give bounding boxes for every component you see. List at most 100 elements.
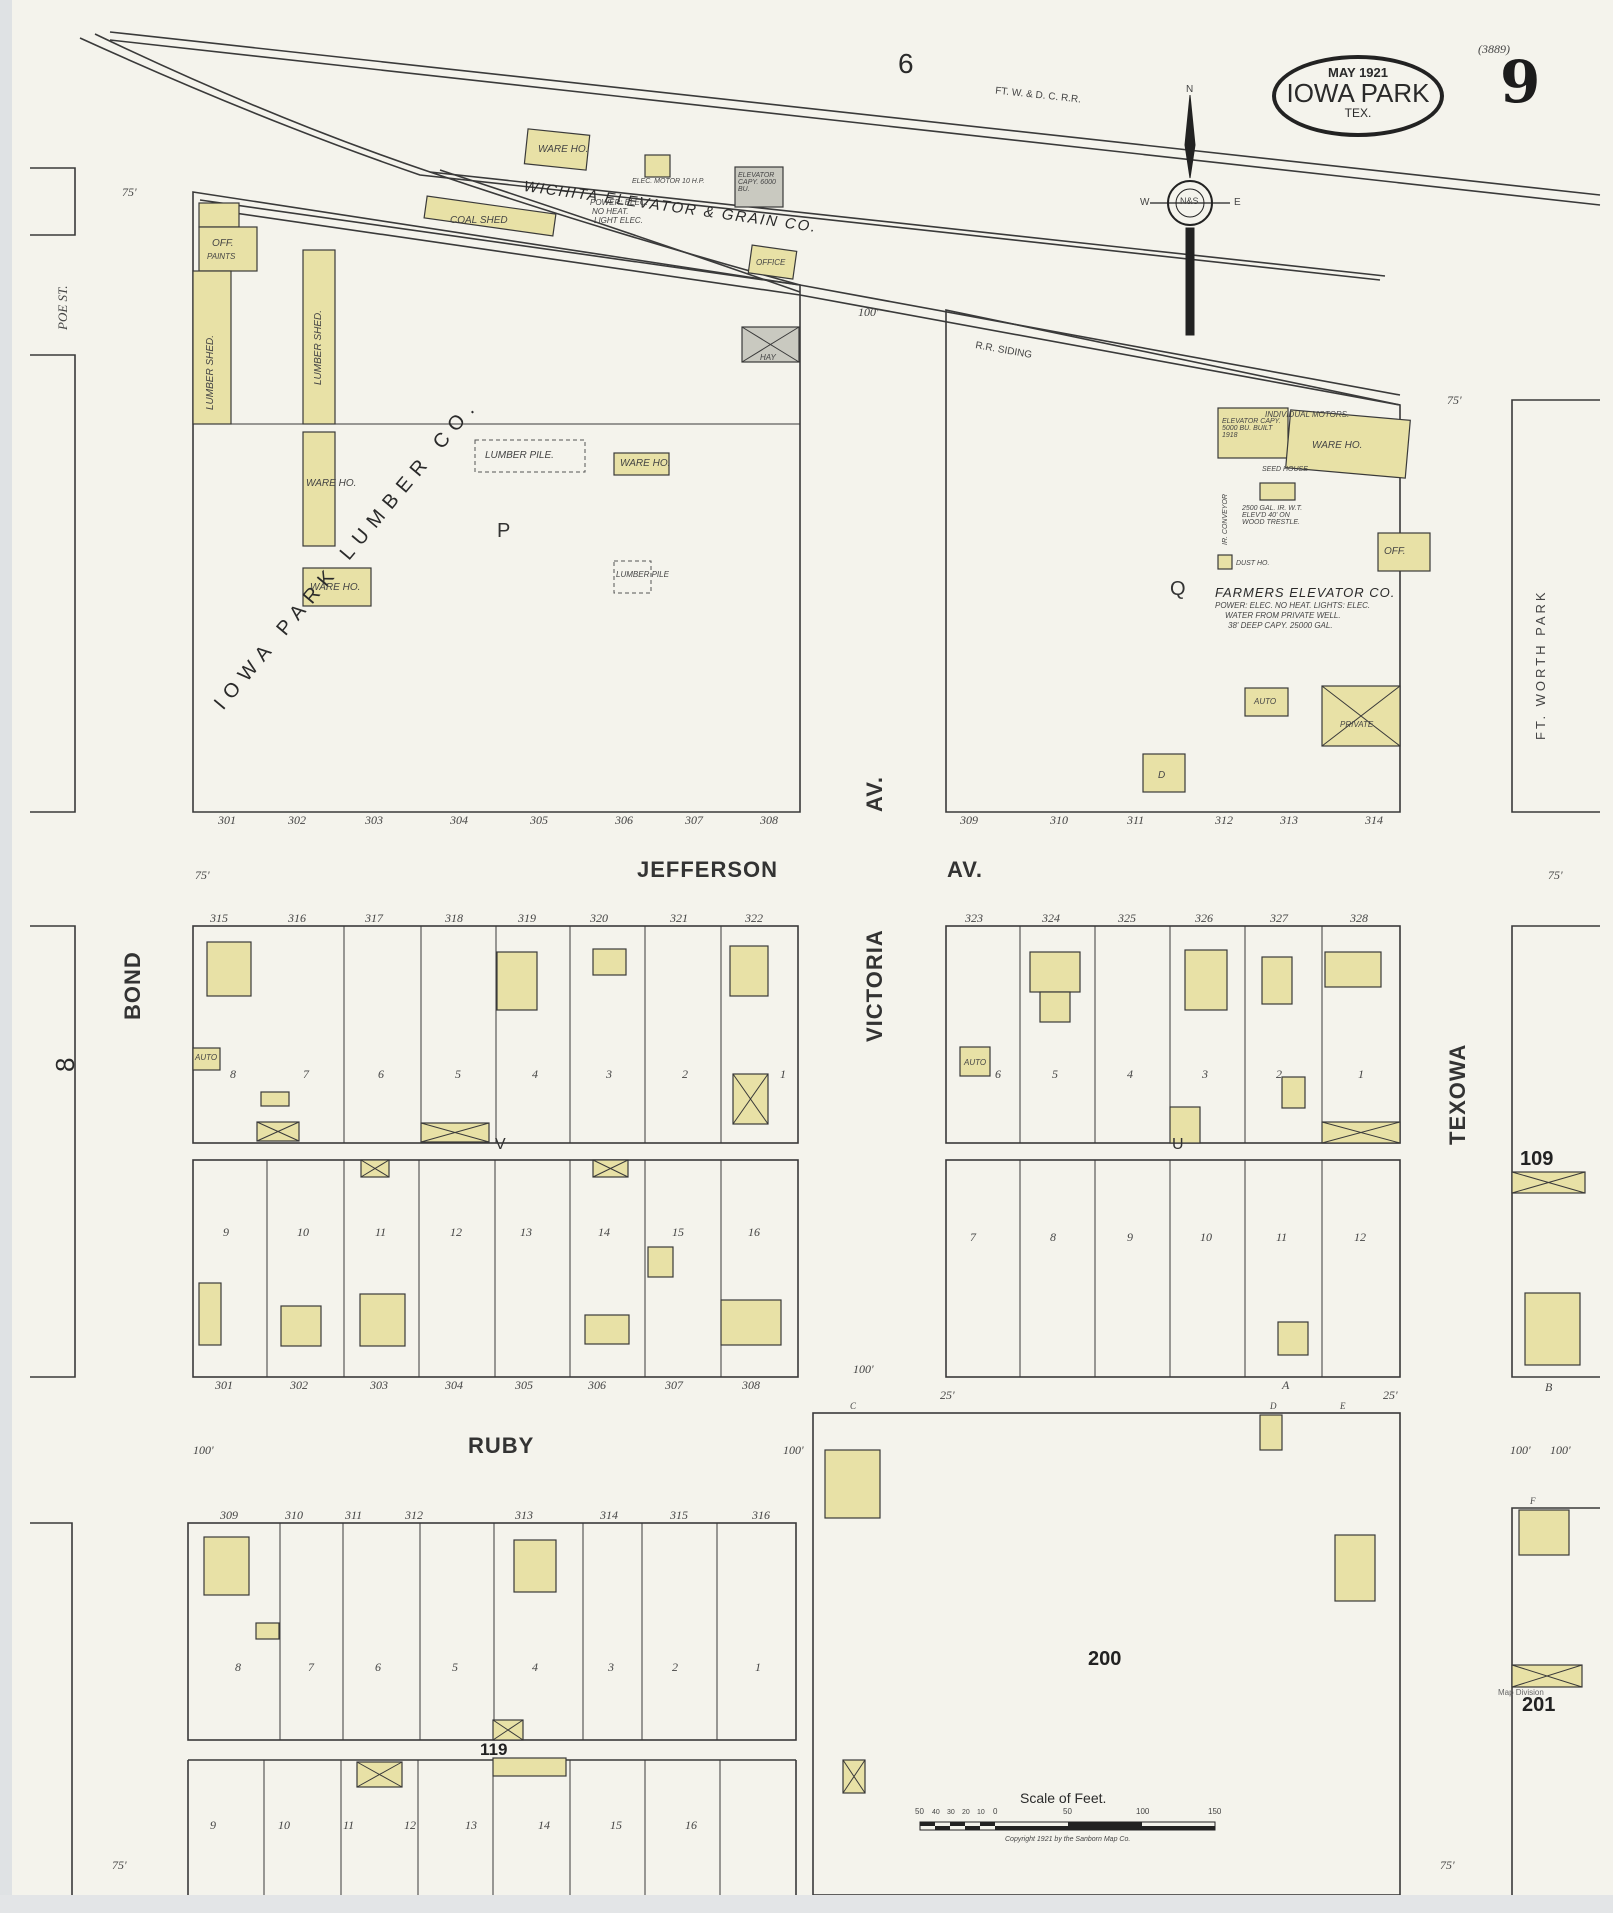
dim-100-ruby-w: 100' bbox=[193, 1443, 214, 1457]
addr-119-313: 313 bbox=[515, 1508, 533, 1522]
addr-v-318: 318 bbox=[445, 911, 463, 925]
bldg-lumber-shed-1: LUMBER SHED. bbox=[205, 334, 216, 410]
farmers-dust-ho: DUST HO. bbox=[1236, 560, 1270, 567]
wichita-office: OFFICE bbox=[756, 258, 786, 267]
wichita-hay: HAY bbox=[760, 353, 776, 362]
wichita-elevator: ELEVATOR CAPY. 6000 BU. bbox=[738, 172, 776, 193]
lot-u-8: 8 bbox=[1050, 1230, 1056, 1244]
block-label-v: V bbox=[495, 1136, 506, 1153]
scale-tick-40: 40 bbox=[932, 1809, 940, 1816]
street-jefferson-av: AV. bbox=[947, 857, 984, 882]
lot-v-1: 1 bbox=[780, 1067, 786, 1081]
lot-v-12: 12 bbox=[450, 1225, 462, 1239]
lot-v-14: 14 bbox=[598, 1225, 610, 1239]
addr-u-325: 325 bbox=[1118, 911, 1136, 925]
title-cartouche: MAY 1921 IOWA PARK TEX. bbox=[1272, 55, 1444, 137]
compass-n: N bbox=[1186, 84, 1194, 95]
addr-p-304: 304 bbox=[450, 813, 468, 827]
map-date: MAY 1921 bbox=[1328, 65, 1388, 80]
lot-u-2: 2 bbox=[1276, 1067, 1282, 1081]
farmers-motors: INDIVIDUAL MOTORS. bbox=[1265, 410, 1350, 419]
scale-title: Scale of Feet. bbox=[1020, 1790, 1107, 1806]
block-label-109: 109 bbox=[1520, 1148, 1554, 1170]
dim-25-e: 25' bbox=[1383, 1388, 1398, 1402]
lot-v-5: 5 bbox=[455, 1067, 461, 1081]
wichita-note-3: LIGHT ELEC. bbox=[594, 216, 643, 225]
lot-u-9: 9 bbox=[1127, 1230, 1133, 1244]
wichita-note-2: NO HEAT. bbox=[592, 207, 629, 216]
lot-v-11: 11 bbox=[375, 1225, 387, 1239]
wichita-ware-ho: WARE HO. bbox=[538, 144, 589, 155]
adjoining-sheet-6: 6 bbox=[898, 48, 914, 79]
scale-tick-150: 150 bbox=[1208, 1807, 1222, 1816]
lot-v-15: 15 bbox=[672, 1225, 684, 1239]
lot-v-6: 6 bbox=[378, 1067, 384, 1081]
b200-letter-c: C bbox=[850, 1401, 857, 1411]
rr-siding-width: 100' bbox=[858, 305, 879, 319]
lot-u-4: 4 bbox=[1127, 1067, 1133, 1081]
lot-v-8: 8 bbox=[230, 1067, 236, 1081]
addr-p-306: 306 bbox=[615, 813, 633, 827]
addr-119-310: 310 bbox=[285, 1508, 303, 1522]
addr-p-307: 307 bbox=[685, 813, 703, 827]
bldg-office-paints: OFF. bbox=[212, 238, 234, 249]
bldg-lumber-shed-2: LUMBER SHED. bbox=[313, 309, 324, 385]
addr-u-323: 323 bbox=[965, 911, 983, 925]
bldg-ware-ho-2: WARE HO. bbox=[310, 582, 361, 593]
wichita-coal-shed: COAL SHED bbox=[450, 215, 508, 226]
lot-v-9: 9 bbox=[223, 1225, 229, 1239]
lot-v-4: 4 bbox=[532, 1067, 538, 1081]
addr-q-312: 312 bbox=[1215, 813, 1233, 827]
u-corner-a: A bbox=[1282, 1378, 1290, 1392]
lot-u-10: 10 bbox=[1200, 1230, 1212, 1244]
addr-q-314: 314 bbox=[1365, 813, 1383, 827]
lot-119-16: 16 bbox=[685, 1818, 697, 1832]
dim-25-w: 25' bbox=[940, 1388, 955, 1402]
street-ft-worth-park: FT. WORTH PARK bbox=[1533, 589, 1548, 740]
block-label-119: 119 bbox=[480, 1740, 508, 1759]
scale-tick-30: 30 bbox=[947, 1809, 955, 1816]
addr-v-316: 316 bbox=[288, 911, 306, 925]
lumber-pile-1: LUMBER PILE. bbox=[485, 450, 554, 461]
dim-75-jeff: 75' bbox=[195, 868, 210, 882]
addr-v-303: 303 bbox=[370, 1378, 388, 1392]
compass-rose bbox=[1150, 94, 1230, 336]
addr-119-311: 311 bbox=[345, 1508, 363, 1522]
lot-v-3: 3 bbox=[606, 1067, 612, 1081]
bldg-ware-ho-3: WARE HO. bbox=[620, 458, 671, 469]
compass-w: W bbox=[1140, 197, 1150, 208]
lot-119-7: 7 bbox=[308, 1660, 314, 1674]
lot-119-3: 3 bbox=[608, 1660, 614, 1674]
addr-v-315: 315 bbox=[210, 911, 228, 925]
adjoining-sheet-8: 8 bbox=[50, 1057, 80, 1072]
addr-v-320: 320 bbox=[590, 911, 608, 925]
addr-119-316: 316 bbox=[752, 1508, 770, 1522]
farmers-seed-house: SEED HOUSE bbox=[1262, 466, 1308, 473]
lot-u-11: 11 bbox=[1276, 1230, 1288, 1244]
lot-119-13: 13 bbox=[465, 1818, 477, 1832]
scale-tick-20: 20 bbox=[962, 1809, 970, 1816]
addr-v-321: 321 bbox=[670, 911, 688, 925]
lot-u-5: 5 bbox=[1052, 1067, 1058, 1081]
addr-u-327: 327 bbox=[1270, 911, 1288, 925]
lot-119-12: 12 bbox=[404, 1818, 416, 1832]
lot-119-5: 5 bbox=[452, 1660, 458, 1674]
lot-v-10: 10 bbox=[297, 1225, 309, 1239]
scale-tick-50: 50 bbox=[1063, 1807, 1072, 1816]
street-poe: POE ST. bbox=[55, 285, 70, 330]
addr-p-302: 302 bbox=[288, 813, 306, 827]
block-label-q: Q bbox=[1170, 578, 1186, 600]
farmers-auto: AUTO bbox=[1254, 697, 1277, 706]
b109-corner: B bbox=[1545, 1380, 1553, 1394]
addr-p-301: 301 bbox=[218, 813, 236, 827]
lot-v-7: 7 bbox=[303, 1067, 309, 1081]
dim-75-sw: 75' bbox=[112, 1858, 127, 1872]
lot-119-8: 8 bbox=[235, 1660, 241, 1674]
addr-v-304: 304 bbox=[445, 1378, 463, 1392]
dim-75-ne: 75' bbox=[1447, 393, 1462, 407]
block-label-200: 200 bbox=[1088, 1648, 1122, 1670]
wichita-note-1: POWER: ELEC. bbox=[590, 198, 648, 207]
scale-tick-50-left: 50 bbox=[915, 1807, 924, 1816]
lot-119-10: 10 bbox=[278, 1818, 290, 1832]
farmers-elevator-bldg: ELEVATOR CAPY. 5000 BU. BUILT 1918 bbox=[1222, 418, 1281, 439]
